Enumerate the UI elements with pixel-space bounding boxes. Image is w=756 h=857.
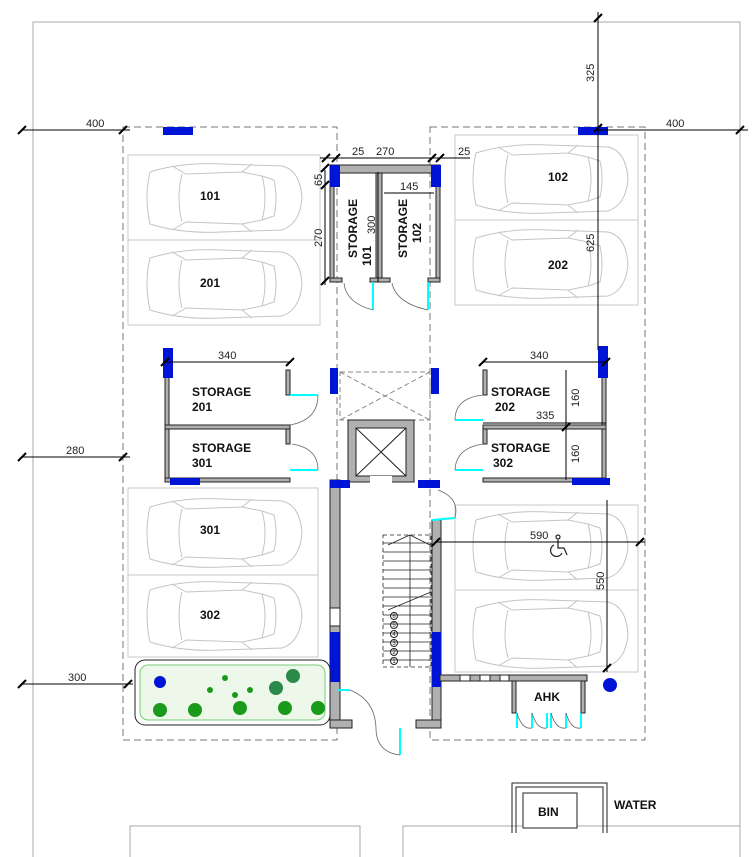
car-lower-right (472, 599, 629, 669)
dim-storage-inner: 300 (366, 216, 378, 234)
storage-301-title: STORAGE (192, 441, 251, 455)
stair-step-4: 4 (392, 632, 396, 638)
bin-enclosure (511, 782, 608, 833)
storage-201-number: 201 (192, 400, 212, 414)
storage-302-title: STORAGE (491, 441, 550, 455)
dim-storage-wall: 65 (313, 174, 325, 186)
dim-storage-right-inner: 335 (536, 410, 554, 422)
dim-storage-left-width: 340 (218, 350, 236, 362)
car-accessible (472, 511, 629, 581)
dim-storage-right-h1: 160 (570, 389, 582, 407)
dimension-lines (17, 12, 748, 689)
storage-301-number: 301 (192, 456, 212, 470)
column-marker (603, 678, 617, 692)
right-footprint (429, 126, 646, 741)
car-302 (146, 581, 303, 651)
dim-left-setback-bottom: 300 (68, 672, 86, 684)
stair-step-3: 3 (392, 641, 396, 647)
wheelchair-icon (550, 534, 568, 557)
water-label: WATER (614, 798, 657, 812)
storage-102-title: STORAGE (396, 199, 410, 258)
parking-stalls (127, 134, 639, 673)
dim-right-setback-top: 400 (666, 118, 684, 130)
storage-201-title: STORAGE (192, 385, 251, 399)
stall-label-301: 301 (200, 523, 220, 537)
storage-201-301 (163, 348, 319, 485)
stair-step-1: 1 (392, 659, 396, 665)
dim-storage-top-a: 25 (352, 146, 364, 158)
ahk-room (439, 674, 588, 729)
dim-storage-depth: 270 (313, 229, 325, 247)
left-footprint (122, 126, 338, 741)
dim-top-setback: 325 (585, 64, 597, 82)
shaft (330, 368, 439, 421)
dim-left-setback-mid: 280 (66, 445, 84, 457)
dim-accessible-width: 590 (530, 530, 548, 542)
car-301 (146, 498, 303, 568)
elevator (347, 419, 415, 484)
stair-step-2: 2 (392, 650, 396, 656)
stall-label-102: 102 (548, 170, 568, 184)
bin-label: BIN (538, 805, 559, 819)
stair-step-6: 6 (392, 614, 396, 620)
column-marker (154, 676, 166, 688)
stall-label-201: 201 (200, 276, 220, 290)
dim-storage-top-c: 25 (458, 146, 470, 158)
dim-storage-right-h2: 160 (570, 445, 582, 463)
planter (134, 659, 331, 726)
dim-storage-right-width: 340 (530, 350, 548, 362)
dim-storage-top-b: 270 (376, 146, 394, 158)
dim-accessible-depth: 550 (595, 572, 607, 590)
stall-label-101: 101 (200, 189, 220, 203)
ahk-label: AHK (534, 690, 560, 704)
storage-202-number: 202 (495, 400, 515, 414)
dim-left-setback-top: 400 (86, 118, 104, 130)
stairs: 6 5 4 3 2 1 (382, 534, 432, 668)
stair-step-5: 5 (392, 623, 396, 629)
storage-202-title: STORAGE (491, 385, 550, 399)
storage-102-number: 102 (410, 223, 424, 243)
dim-right-depth: 625 (585, 234, 597, 252)
car-201 (146, 249, 303, 319)
site-boundary (32, 21, 741, 857)
dim-storage-width: 145 (400, 181, 418, 193)
stall-label-202: 202 (548, 258, 568, 272)
column (163, 127, 193, 135)
storage-101-title: STORAGE (346, 199, 360, 258)
storage-302-number: 302 (493, 456, 513, 470)
column (578, 127, 608, 135)
storage-101-102 (329, 164, 441, 311)
storage-202-302 (454, 346, 610, 485)
stall-label-302: 302 (200, 608, 220, 622)
car-101 (146, 163, 303, 233)
core-walls (329, 479, 457, 756)
storage-101-number: 101 (360, 246, 374, 266)
